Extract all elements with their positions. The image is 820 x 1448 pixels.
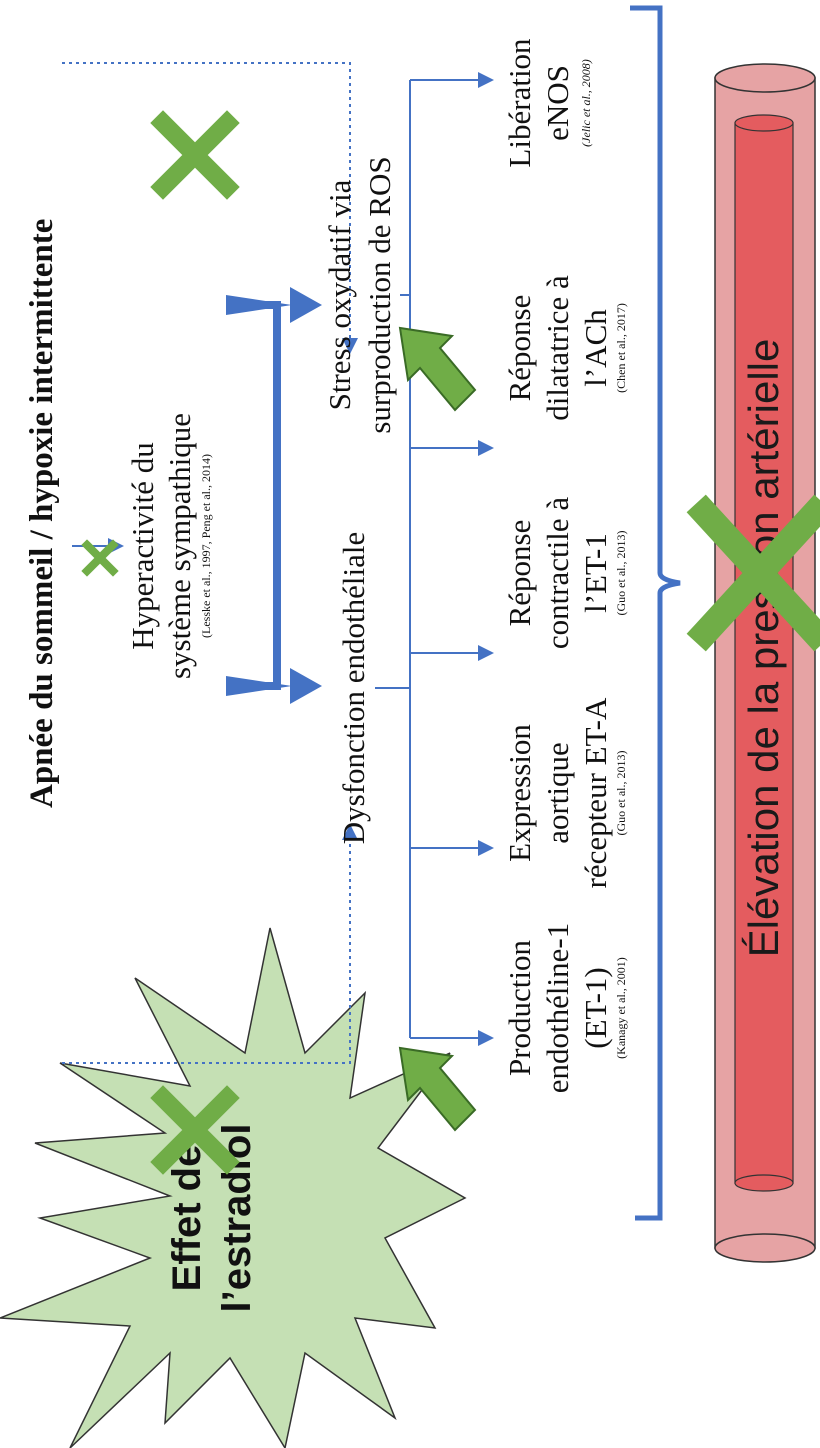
outcome-label: Élévation de la pression artérielle xyxy=(740,339,787,958)
effect-4-line1: Réponse xyxy=(502,295,537,402)
effect-liberation-enos: Libération eNOS (Jelic et al., 2008) xyxy=(502,38,593,168)
sympathetic-line1: Hyperactivité du xyxy=(125,442,160,649)
sympathetic-citation: (Lesske et al., 1997, Peng et al., 2014) xyxy=(199,454,213,638)
green-arrow-et1 xyxy=(398,1046,477,1132)
thick-arrow-to-endothelial xyxy=(230,301,281,690)
effect-3-citation: (Guo et al., 2013) xyxy=(614,531,628,616)
effect-3-line3: l’ET-1 xyxy=(578,533,613,613)
arrowhead-down-oxidative xyxy=(290,287,322,323)
effect-4-line2: dilatatrice à xyxy=(540,275,575,421)
grouping-brace xyxy=(630,5,681,1221)
green-x-left xyxy=(150,1085,240,1175)
effect-3-line1: Réponse xyxy=(502,520,537,627)
effect-3-line2: contractile à xyxy=(540,497,575,650)
effect-5-line1: Libération xyxy=(502,38,537,168)
effect-contractile-et1: Réponse contractile à l’ET-1 (Guo et al.… xyxy=(502,497,628,650)
effect-2-line2: aortique xyxy=(540,742,575,844)
effect-1-citation: (Kanagy et al., 2001) xyxy=(614,957,628,1059)
arrowhead-down-endothelial xyxy=(290,668,322,704)
thick-arrowhead-endothelial xyxy=(226,676,292,696)
green-arrow-ach xyxy=(398,326,477,412)
effect-4-line3: l’ACh xyxy=(578,309,613,387)
effect-2-line3: récepteur ET-A xyxy=(578,697,613,888)
thick-arrowhead-oxidative xyxy=(226,295,292,315)
green-x-vessel xyxy=(686,494,820,652)
oxidative-line2: surproduction de ROS xyxy=(362,156,397,433)
estradiol-line1: Effet de xyxy=(165,1145,209,1292)
dotted-connector-left xyxy=(62,824,358,1064)
oxidative-line1: Stress oxydatif via xyxy=(322,179,357,410)
effect-dilatatrice-ach: Réponse dilatatrice à l’ACh (Chen et al.… xyxy=(502,275,628,421)
effect-expression-eta: Expression aortique récepteur ET-A (Guo … xyxy=(502,697,628,888)
effect-1-line3: (ET-1) xyxy=(578,967,613,1049)
effect-5-line2: eNOS xyxy=(540,65,575,141)
diagram-title: Apnée du sommeil / hypoxie intermittente xyxy=(24,219,60,808)
effect-2-citation: (Guo et al., 2013) xyxy=(614,751,628,836)
dotted-connector-right xyxy=(62,62,358,354)
endothelial-label: Dysfonction endothéliale xyxy=(336,532,371,845)
sympathetic-line2: système sympathique xyxy=(162,413,197,679)
effect-4-citation: (Chen et al., 2017) xyxy=(614,303,628,393)
blood-vessel xyxy=(714,63,816,1263)
effect-1-line1: Production xyxy=(502,939,537,1076)
effect-production-et1: Production endothéline-1 (ET-1) (Kanagy … xyxy=(502,923,628,1093)
effect-2-line1: Expression xyxy=(502,724,537,862)
estradiol-starburst xyxy=(0,927,467,1448)
effect-5-citation: (Jelic et al., 2008) xyxy=(579,59,593,147)
green-x-sympathetic xyxy=(81,539,119,577)
green-x-right xyxy=(150,110,240,200)
effect-1-line2: endothéline-1 xyxy=(540,923,575,1093)
